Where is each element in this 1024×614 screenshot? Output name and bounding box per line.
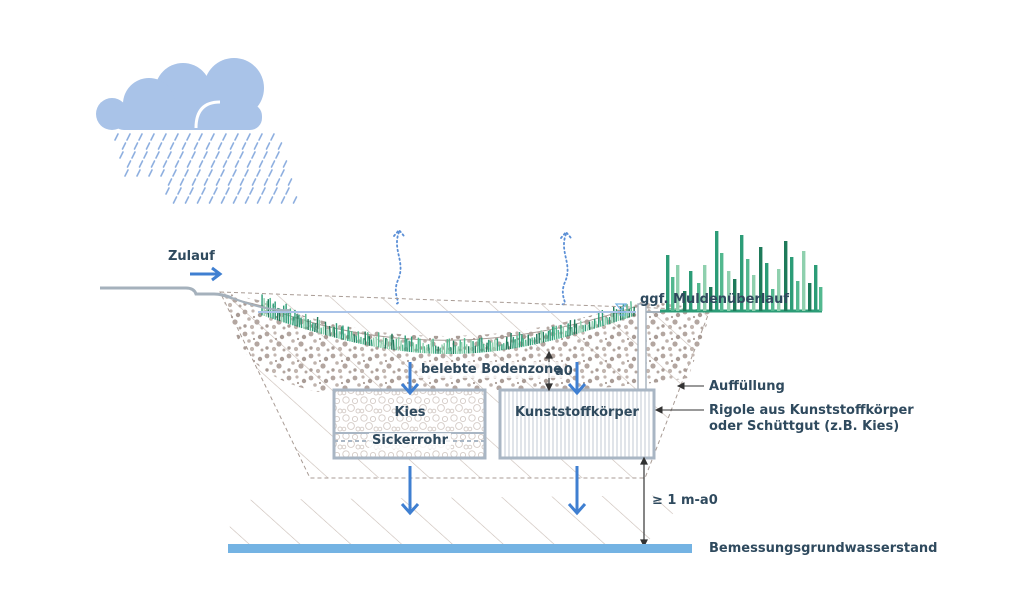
- swale-water-level: [258, 303, 636, 316]
- subsoil-hatching: [228, 495, 690, 550]
- trench-label-line-2: oder Schüttgut (z.B. Kies): [709, 419, 900, 434]
- overflow-label: ggf. Muldenüberlauf: [640, 292, 789, 307]
- gravel-label: Kies: [394, 405, 426, 420]
- backfill-label: Auffüllung: [709, 379, 785, 394]
- trench-label-line-1: Rigole aus Kunststoffkörper: [709, 403, 914, 418]
- cloud-icon: [96, 58, 264, 130]
- gravel-trench: [332, 388, 487, 460]
- drain-pipe-label: Sickerrohr: [368, 433, 452, 449]
- dimension-groundwater-distance: [640, 456, 648, 548]
- inflow-arrow: [190, 266, 223, 282]
- groundwater-level-label: Bemessungsgrundwasserstand: [709, 541, 938, 556]
- topsoil-zone-label: belebte Bodenzone: [418, 362, 566, 378]
- plastic-infiltration-module: [498, 388, 656, 460]
- rain-icon: [114, 133, 298, 204]
- evaporation-icon: [393, 228, 572, 306]
- infiltration-arrow: [400, 362, 587, 516]
- meadow-vegetation: [666, 231, 823, 311]
- groundwater-distance-label: ≥ 1 m-a0: [652, 493, 718, 508]
- plastic-module-label: Kunststoffkörper: [515, 405, 639, 420]
- pointer-arrows: [654, 382, 704, 414]
- inflow-label: Zulauf: [168, 249, 215, 264]
- inflow-surface: [100, 286, 291, 312]
- groundwater-level-bar: [228, 544, 692, 553]
- a0-label: a0: [555, 364, 573, 379]
